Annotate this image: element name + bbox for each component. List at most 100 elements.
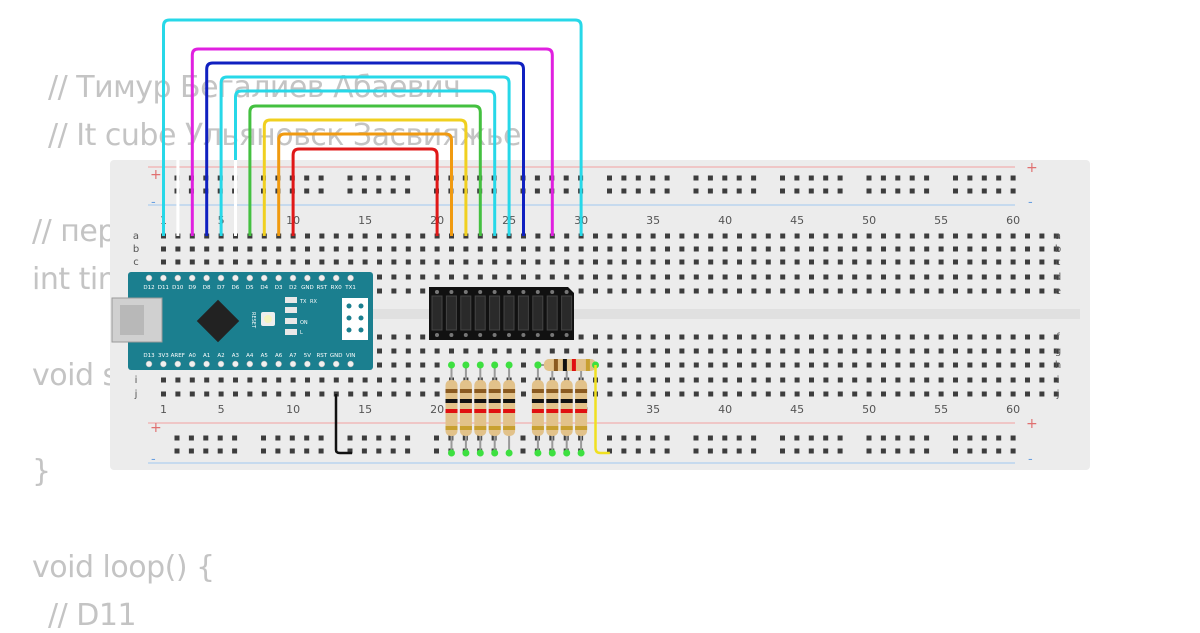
breadboard-hole[interactable] [679,334,685,340]
breadboard-hole[interactable] [708,348,714,354]
rail-hole[interactable] [736,448,742,454]
breadboard-hole[interactable] [809,348,814,354]
rail-hole[interactable] [736,175,742,181]
rail-hole[interactable] [361,188,367,194]
rail-hole[interactable] [534,175,540,181]
breadboard-hole[interactable] [420,288,426,294]
rail-hole[interactable] [275,435,281,441]
breadboard-hole[interactable] [247,246,253,252]
breadboard-hole[interactable] [650,233,656,239]
breadboard-hole[interactable] [938,233,944,239]
breadboard-hole[interactable] [564,246,570,252]
breadboard-hole[interactable] [953,274,958,280]
breadboard-hole[interactable] [938,391,944,397]
breadboard-hole[interactable] [852,377,858,383]
rail-hole[interactable] [693,188,699,194]
rail-hole[interactable] [217,448,223,454]
breadboard-hole[interactable] [780,274,786,280]
breadboard-hole[interactable] [708,334,714,340]
resistor-body[interactable] [531,380,544,436]
jumper-wire-yellow[interactable] [594,365,610,455]
breadboard-hole[interactable] [794,334,800,340]
rail-hole[interactable] [909,435,915,441]
breadboard-hole[interactable] [981,362,987,368]
rail-hole[interactable] [808,188,814,194]
breadboard-hole[interactable] [665,377,670,383]
rail-hole[interactable] [751,175,757,181]
breadboard-hole[interactable] [305,391,310,397]
breadboard-hole[interactable] [794,288,800,294]
rail-hole[interactable] [953,188,958,194]
breadboard-hole[interactable] [521,362,526,368]
breadboard-hole[interactable] [866,362,872,368]
breadboard-hole[interactable] [1010,348,1016,354]
rail-hole[interactable] [751,435,757,441]
arduino-pin-top[interactable] [332,274,340,282]
breadboard-hole[interactable] [549,274,555,280]
breadboard-hole[interactable] [881,377,886,383]
rail-hole[interactable] [261,435,266,441]
arduino-pin-top[interactable] [160,274,167,282]
breadboard-hole[interactable] [650,334,656,340]
breadboard-hole[interactable] [996,274,1002,280]
breadboard-hole[interactable] [607,288,613,294]
breadboard-hole[interactable] [809,334,814,340]
breadboard-hole[interactable] [607,274,613,280]
rail-hole[interactable] [722,448,728,454]
breadboard-hole[interactable] [780,391,786,397]
breadboard-hole[interactable] [967,274,973,280]
breadboard-hole[interactable] [895,348,901,354]
breadboard-hole[interactable] [751,233,757,239]
rail-hole[interactable] [967,175,973,181]
breadboard-hole[interactable] [233,259,238,265]
breadboard-hole[interactable] [665,246,670,252]
breadboard-hole[interactable] [953,362,958,368]
breadboard-hole[interactable] [751,246,757,252]
rail-hole[interactable] [780,435,785,441]
rail-hole[interactable] [880,448,886,454]
breadboard-hole[interactable] [722,274,728,280]
breadboard-hole[interactable] [737,233,742,239]
breadboard-hole[interactable] [1039,259,1045,265]
breadboard-hole[interactable] [866,246,872,252]
breadboard-hole[interactable] [621,288,627,294]
breadboard-hole[interactable] [650,362,656,368]
breadboard-hole[interactable] [881,391,886,397]
breadboard-hole[interactable] [693,259,699,265]
arduino-pin-top[interactable] [260,274,268,282]
breadboard-hole[interactable] [737,246,742,252]
rail-hole[interactable] [909,448,915,454]
breadboard-hole[interactable] [765,377,771,383]
breadboard-hole[interactable] [852,391,858,397]
breadboard-hole[interactable] [391,391,397,397]
breadboard-hole[interactable] [823,233,829,239]
breadboard-hole[interactable] [665,334,670,340]
breadboard-hole[interactable] [449,348,454,354]
breadboard-hole[interactable] [449,274,454,280]
breadboard-hole[interactable] [866,334,872,340]
breadboard-hole[interactable] [492,259,498,265]
rail-hole[interactable] [823,175,829,181]
breadboard-hole[interactable] [823,391,829,397]
breadboard-hole[interactable] [1025,274,1030,280]
breadboard-hole[interactable] [967,288,973,294]
arduino-pin-bottom[interactable] [217,360,225,368]
breadboard-hole[interactable] [463,246,469,252]
breadboard-hole[interactable] [996,348,1002,354]
breadboard-hole[interactable] [578,246,584,252]
resistor-body[interactable] [474,380,487,436]
rail-hole[interactable] [318,188,324,194]
breadboard-hole[interactable] [1053,391,1059,397]
breadboard-hole[interactable] [276,391,282,397]
breadboard-hole[interactable] [751,334,757,340]
rail-hole[interactable] [823,435,829,441]
breadboard-hole[interactable] [564,259,570,265]
breadboard-hole[interactable] [1025,377,1030,383]
breadboard-hole[interactable] [953,246,958,252]
rail-hole[interactable] [621,448,627,454]
breadboard-hole[interactable] [204,259,210,265]
breadboard-hole[interactable] [290,246,296,252]
rail-hole[interactable] [981,435,987,441]
resistor-body[interactable] [546,380,559,436]
rail-hole[interactable] [376,448,382,454]
